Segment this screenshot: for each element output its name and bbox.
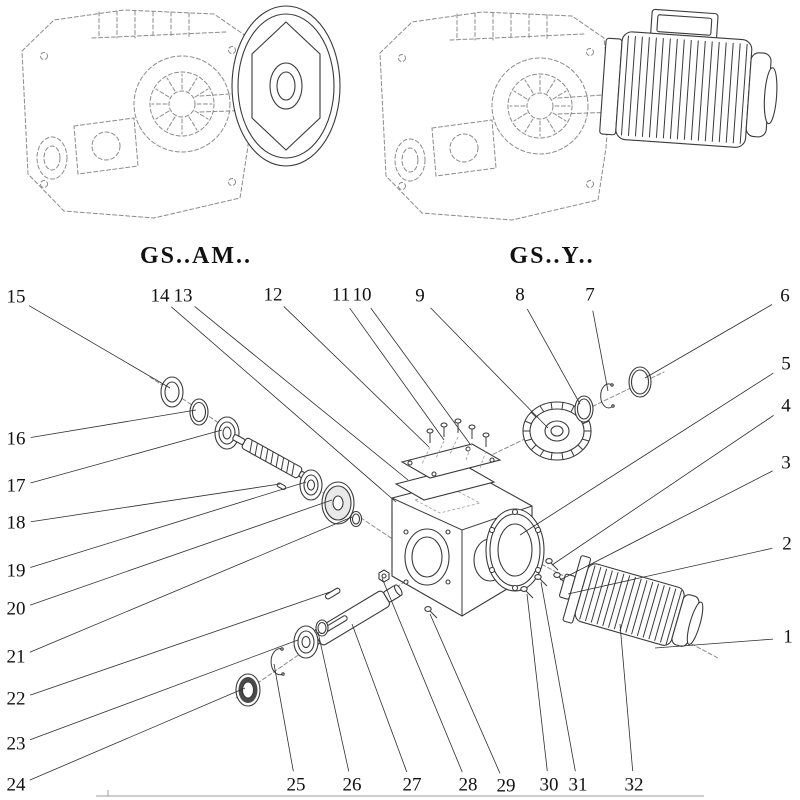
leader-line-8 (526, 308, 581, 405)
leader-line-11 (349, 307, 445, 441)
callout-number-21: 21 (7, 646, 26, 667)
callout-number-19: 19 (7, 560, 26, 581)
motor-drawing (599, 8, 778, 148)
callout-number-13: 13 (174, 285, 193, 306)
callout-number-7: 7 (585, 284, 595, 305)
callout-number-25: 25 (287, 774, 306, 795)
leader-line-20 (30, 499, 333, 606)
leader-line-4 (551, 415, 774, 566)
leader-line-16 (30, 409, 197, 438)
part-ring-26 (315, 619, 329, 637)
bottom-border (96, 790, 704, 797)
leader-line-28 (381, 577, 463, 773)
part-bearing-23 (293, 625, 319, 659)
callout-number-16: 16 (7, 428, 26, 449)
leader-line-15 (28, 305, 171, 389)
leader-line-17 (30, 429, 223, 484)
callout-number-31: 31 (569, 774, 588, 795)
leader-line-29 (429, 613, 501, 774)
leader-line-21 (29, 516, 353, 653)
part-key-22 (324, 587, 341, 600)
callout-number-11: 11 (332, 284, 350, 305)
exploded-view (149, 366, 719, 707)
part-cover-plate-13 (400, 443, 502, 479)
leader-line-5 (519, 372, 774, 536)
callout-number-4: 4 (781, 395, 791, 416)
label-gs-am: GS..AM.. (140, 243, 252, 269)
leader-line-2 (567, 547, 773, 595)
callout-number-10: 10 (353, 284, 372, 305)
flange-drawing (231, 5, 341, 167)
part-worm-wheel-9 (522, 401, 592, 461)
label-gs-y: GS..Y.. (509, 243, 594, 269)
part-ring-21 (349, 510, 363, 528)
callout-number-5: 5 (781, 353, 791, 374)
callout-number-29: 29 (497, 775, 516, 796)
part-motor-1 (559, 555, 704, 647)
callout-number-22: 22 (7, 688, 26, 709)
callout-number-1: 1 (783, 626, 793, 647)
callout-number-23: 23 (7, 733, 26, 754)
part-ring-6 (628, 366, 652, 398)
part-disc-20 (321, 481, 355, 525)
callout-number-15: 15 (7, 286, 26, 307)
leader-line-10 (370, 307, 471, 445)
leader-line-6 (644, 304, 773, 379)
part-bearing-19 (299, 469, 323, 501)
callout-number-32: 32 (625, 774, 644, 795)
leader-line-30 (526, 593, 548, 772)
callout-number-28: 28 (459, 774, 478, 795)
leader-line-26 (317, 631, 350, 772)
leader-line-27 (351, 623, 408, 773)
part-bolt-29 (424, 606, 438, 619)
part-plug-28 (378, 569, 390, 583)
callout-number-8: 8 (515, 284, 525, 305)
callout-number-20: 20 (7, 598, 26, 619)
leader-line-23 (29, 639, 299, 741)
callout-number-17: 17 (7, 475, 26, 496)
part-bolt-31 (534, 574, 548, 587)
callout-number-3: 3 (781, 452, 791, 473)
gearbox-ghost-left (21, 9, 265, 219)
part-washer-24 (235, 673, 261, 707)
leader-line-12 (283, 306, 430, 448)
part-flange-cover-5 (485, 508, 545, 592)
leader-line-24 (29, 687, 246, 781)
part-bolt-30 (520, 586, 534, 599)
drawing-gs-y (379, 8, 778, 221)
leader-line-32 (619, 623, 634, 772)
leader-line-18 (30, 483, 281, 523)
part-oil-seal-15 (160, 376, 184, 408)
callout-number-9: 9 (415, 285, 425, 306)
callout-number-14: 14 (151, 285, 171, 306)
callout-number-18: 18 (7, 512, 26, 533)
part-bearing-17 (214, 416, 240, 450)
leader-line-3 (559, 470, 773, 581)
callout-number-26: 26 (343, 774, 362, 795)
callout-number-2: 2 (782, 533, 792, 554)
part-cover-screws-10-11-12 (421, 418, 490, 469)
leader-line-22 (30, 591, 331, 696)
part-circlip-7 (600, 383, 615, 409)
leader-line-19 (30, 481, 307, 568)
callout-number-24: 24 (7, 774, 27, 795)
part-ring-16 (189, 398, 209, 426)
leader-line-31 (540, 581, 576, 772)
leader-line-9 (430, 307, 549, 429)
leader-line-25 (273, 663, 294, 772)
part-pin-18 (276, 482, 287, 491)
callout-number-12: 12 (264, 284, 283, 305)
callout-number-30: 30 (540, 774, 559, 795)
drawing-gs-am (21, 5, 341, 219)
leader-line-14 (171, 306, 397, 503)
leader-line-7 (592, 310, 609, 392)
callout-number-6: 6 (780, 285, 790, 306)
callout-number-27: 27 (403, 774, 422, 795)
leader-line-13 (194, 306, 409, 481)
gearbox-ghost-right (379, 11, 623, 221)
leader-line-1 (654, 638, 774, 649)
part-circlip-25 (270, 647, 285, 676)
